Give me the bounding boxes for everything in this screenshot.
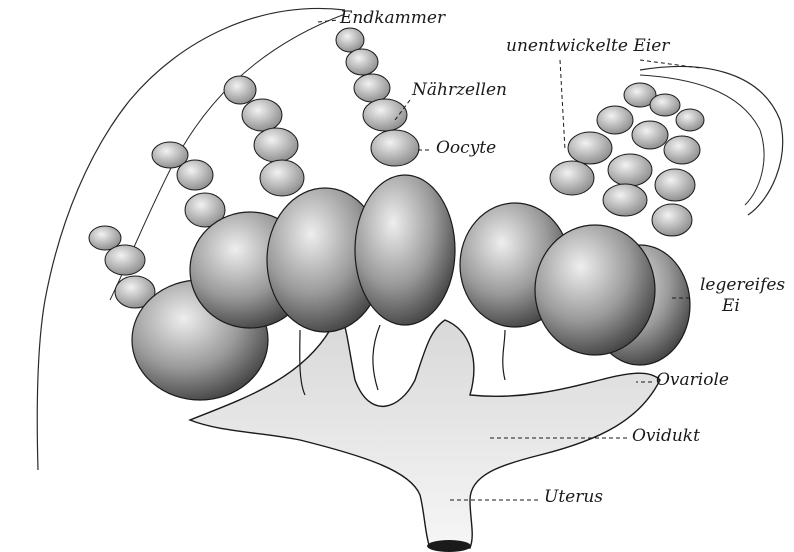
label-ovariole: Ovariole: [656, 372, 729, 389]
label-oocyte: Oocyte: [436, 140, 496, 157]
label-ovidukt: Ovidukt: [632, 428, 700, 445]
label-naehrzellen: Nährzellen: [412, 82, 507, 99]
uterus-opening: [427, 540, 471, 552]
label-uterus: Uterus: [544, 489, 603, 506]
label-legereifes-ei: Ei: [722, 298, 740, 315]
label-endkammer: Endkammer: [340, 10, 445, 27]
left-eggs: [132, 175, 455, 400]
right-ovariole-chains: [550, 83, 704, 236]
label-legereifes: legereifes: [700, 277, 785, 294]
label-unentwickelte-eier: unentwickelte Eier: [506, 38, 669, 55]
